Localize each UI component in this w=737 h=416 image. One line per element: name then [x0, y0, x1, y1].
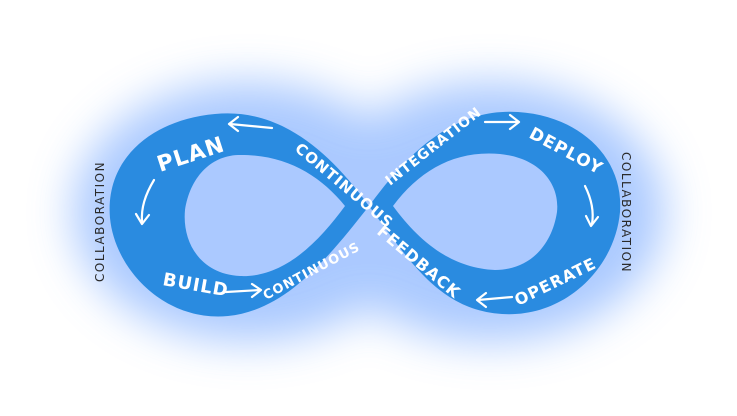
- label-collaboration-right: COLLABORATION: [619, 152, 633, 273]
- arrow-deploy: [583, 184, 600, 228]
- arrow-build: [224, 282, 263, 299]
- arrow-operate: [475, 291, 514, 309]
- infinity-band: [109, 111, 621, 317]
- label-collaboration-left: COLLABORATION: [93, 161, 107, 282]
- arrow-integration: [483, 113, 521, 131]
- arrow-plan: [227, 115, 274, 133]
- arrow-left-down: [134, 178, 156, 226]
